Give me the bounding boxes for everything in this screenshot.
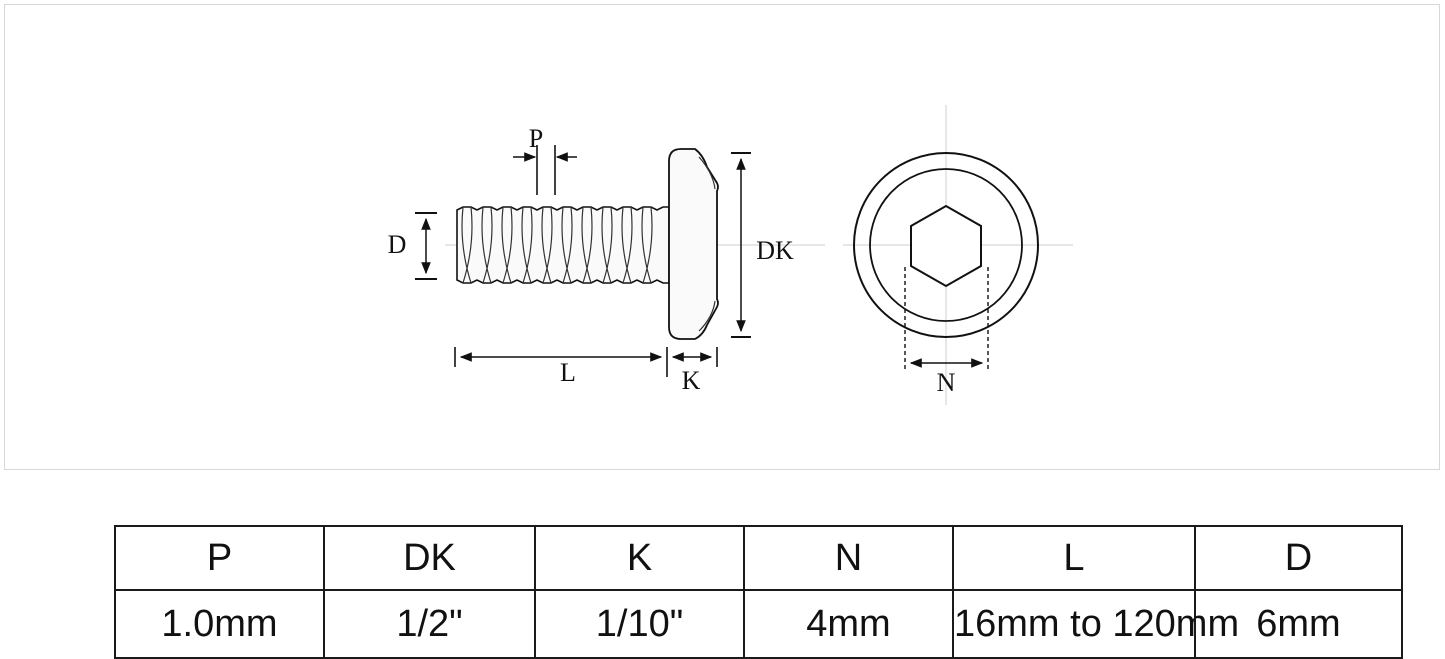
table-header-row: P DK K N L D — [114, 525, 1403, 591]
dimension-p — [513, 145, 577, 195]
spec-table: P DK K N L D 1.0mm 1/2" 1/10" 4mm 16mm t… — [114, 525, 1403, 659]
header-cell-p: P — [114, 525, 325, 591]
table-value-row: 1.0mm 1/2" 1/10" 4mm 16mm to 120mm 6mm — [114, 589, 1403, 659]
label-k: K — [682, 366, 701, 395]
header-cell-k: K — [534, 525, 745, 591]
drawing-panel: P D DK L K — [4, 4, 1440, 470]
label-l: L — [560, 358, 576, 387]
value-cell-dk: 1/2" — [323, 589, 536, 659]
screw-diagram: P D DK L K — [388, 105, 1073, 405]
dimension-l — [454, 347, 668, 377]
header-cell-dk: DK — [323, 525, 536, 591]
value-cell-k: 1/10" — [534, 589, 745, 659]
label-p: P — [529, 124, 543, 153]
dimension-dk — [731, 152, 751, 338]
header-cell-n: N — [743, 525, 954, 591]
dimension-k — [671, 347, 718, 367]
label-d: D — [388, 230, 407, 259]
dimension-d — [415, 212, 437, 280]
header-cell-l: L — [952, 525, 1196, 591]
screw-end-view — [853, 152, 1039, 369]
label-dk: DK — [756, 236, 794, 265]
value-cell-p: 1.0mm — [114, 589, 325, 659]
label-n: N — [937, 368, 956, 397]
value-cell-d: 6mm — [1194, 589, 1403, 659]
value-cell-n: 4mm — [743, 589, 954, 659]
screw-side-view — [456, 148, 719, 340]
value-cell-l: 16mm to 120mm — [952, 589, 1239, 659]
hex-socket — [910, 204, 982, 288]
header-cell-d: D — [1194, 525, 1403, 591]
screw-head — [668, 148, 719, 340]
